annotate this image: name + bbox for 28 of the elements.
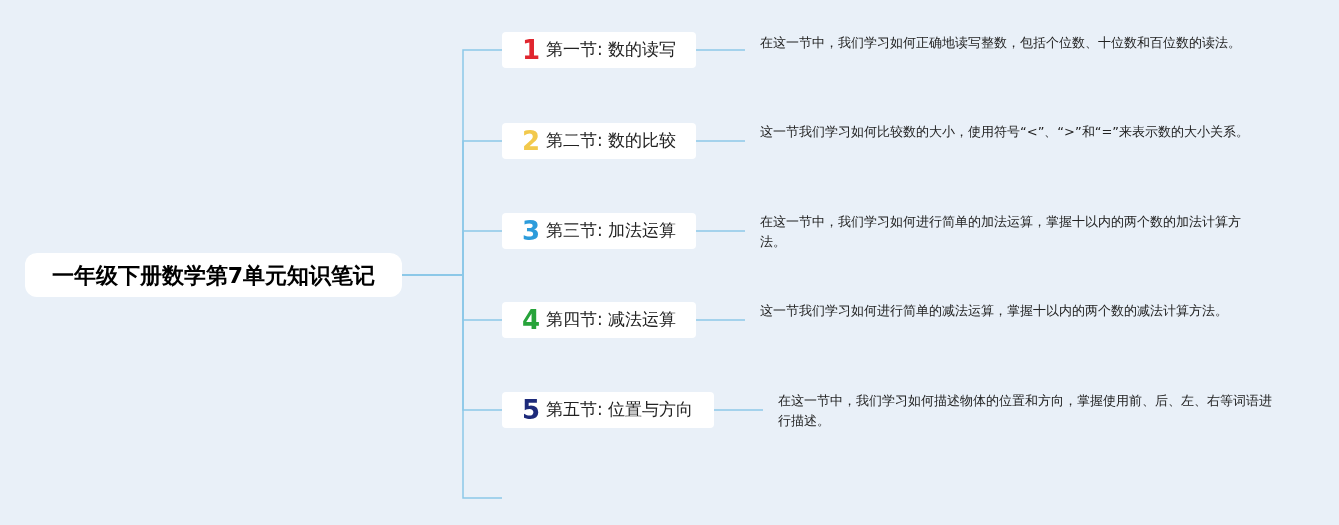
topic-title: 一年级下册数学第7单元知识笔记 [51,261,376,290]
description-text: 这一节我们学习如何进行简单的减法运算，掌握十以内的两个数的减法计算方法。 [760,302,1229,320]
section-box [502,213,696,249]
connector-line [713,409,764,411]
section-title: 第一节: 数的读写 [546,38,677,62]
section-box [502,392,714,428]
description-text: 这一节我们学习如何比较数的大小，使用符号“<”、“>”和“=”来表示数的大小关系。 [760,123,1251,141]
connector-line [695,49,746,51]
connector-line [695,140,746,142]
section-box [502,302,696,338]
section-title: 第三节: 加法运算 [546,219,677,243]
section-number: 4 [522,307,541,333]
connector-line [695,230,746,232]
root-topic-box [25,253,402,297]
section-number: 2 [522,128,541,154]
section-number: 1 [522,37,541,63]
description-text: 在这一节中，我们学习如何进行简单的加法运算，掌握十以内的两个数的加法计算方法。 [760,213,1242,251]
section-number: 5 [522,397,541,423]
section-box [502,123,696,159]
section-title: 第二节: 数的比较 [546,129,677,153]
connector-line [401,274,503,499]
description-text: 在这一节中，我们学习如何正确地读写整数，包括个位数、十位数和百位数的读法。 [760,34,1242,52]
section-box [502,32,696,68]
section-title: 第五节: 位置与方向 [546,398,694,422]
section-title: 第四节: 减法运算 [546,308,677,332]
connector-line [695,319,746,321]
description-text: 在这一节中，我们学习如何描述物体的位置和方向，掌握使用前、后、左、右等词语进行描述。 [778,392,1273,430]
section-number: 3 [522,218,541,244]
